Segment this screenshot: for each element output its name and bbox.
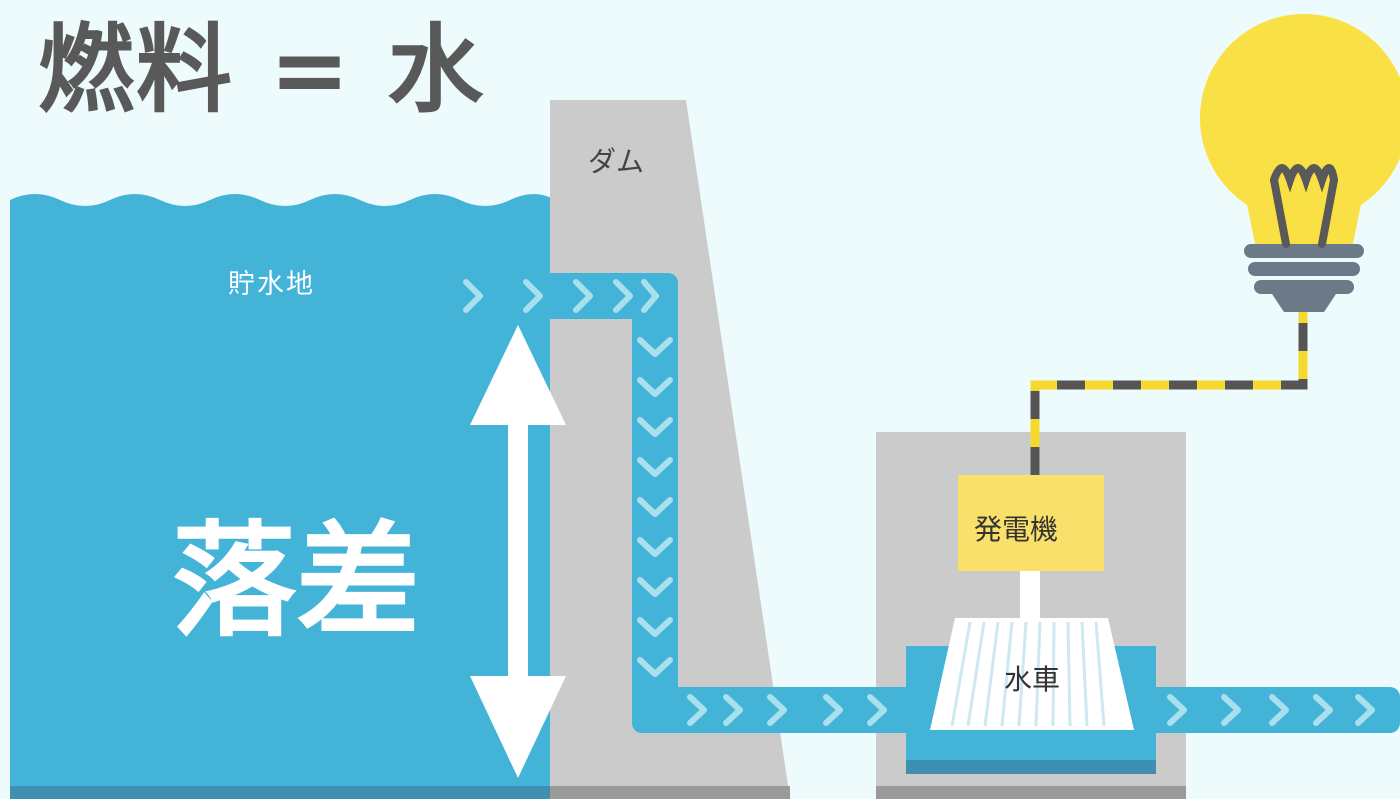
head-label: 落差 [172, 510, 421, 654]
ground-strip-left [10, 786, 555, 799]
reservoir-water [10, 194, 555, 799]
turbine-pool-base [906, 760, 1156, 774]
flow-chevron-icon [463, 279, 1375, 726]
light-bulb-icon [1200, 14, 1400, 312]
page-title: 燃料 = 水 [38, 14, 486, 126]
electric-wire [1030, 312, 1308, 475]
generator-label: 発電機 [974, 513, 1059, 546]
ground-strip-house [876, 786, 1186, 799]
water-wheel-label: 水車 [1004, 663, 1061, 696]
generator-shaft [1020, 570, 1040, 620]
dam-label: ダム [588, 145, 645, 178]
water-wheel [930, 618, 1134, 730]
double-arrow-icon [470, 325, 566, 778]
ground-strip-dam [550, 786, 790, 799]
reservoir-label: 貯水地 [228, 269, 315, 300]
generator-box [958, 475, 1104, 571]
